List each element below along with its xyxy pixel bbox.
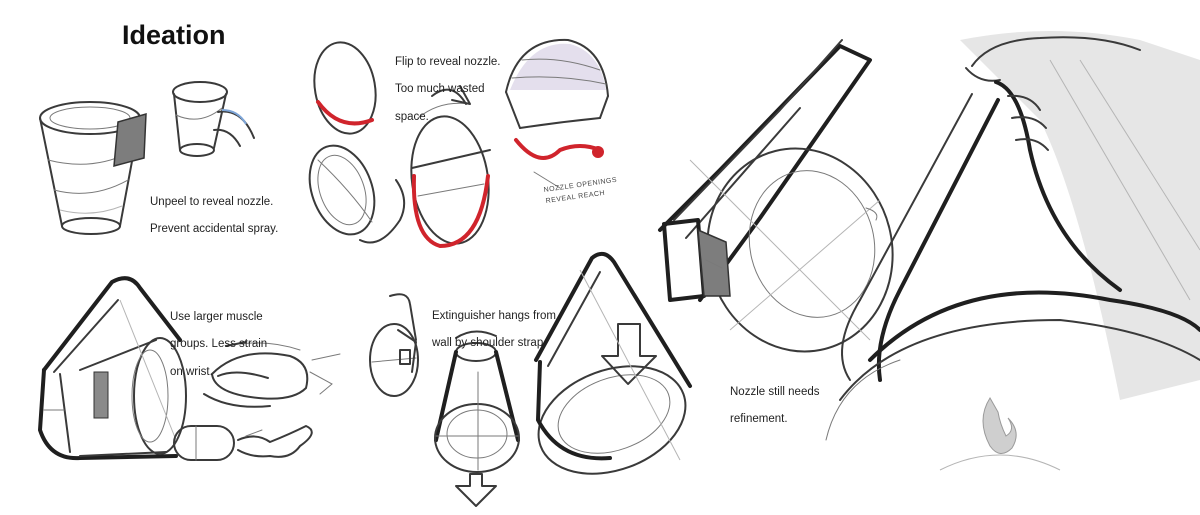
sketch-dome-flip: NOZZLE OPENINGS REVEAL REACH [505, 38, 618, 205]
sketch-strap-pod [369, 293, 419, 397]
sketch-tall-pod [434, 330, 520, 507]
sketch-teardrop-large [658, 39, 894, 353]
note-nozzle-refinement: Nozzle still needs refinement. [730, 372, 819, 441]
note-refine-line-1: Nozzle still needs [730, 385, 820, 398]
scribble-nozzle-openings: NOZZLE OPENINGS [543, 177, 617, 194]
note-refine-line-2: refinement. [730, 413, 788, 426]
note-larger-muscle: Use larger muscle groups. Less strain on… [170, 297, 267, 394]
note-flip-line-3: space. [395, 110, 429, 123]
note-muscle-line-1: Use larger muscle [170, 310, 263, 323]
note-flip-line-2: Too much wasted [395, 83, 485, 96]
note-flip-line-1: Flip to reveal nozzle. [395, 55, 501, 68]
note-hang-line-2: wall by shoulder strap. [432, 337, 547, 350]
sketch-arm-muscle [173, 341, 341, 461]
note-muscle-line-3: on wrist. [170, 365, 213, 378]
note-unpeel-line-1: Unpeel to reveal nozzle. [150, 195, 274, 208]
sketch-teardrop-side [38, 276, 187, 461]
sketch-flip-shells [308, 41, 491, 249]
note-muscle-line-2: groups. Less strain [170, 338, 268, 351]
sketch-cylinder-peel [39, 101, 147, 235]
note-flip-nozzle: Flip to reveal nozzle. Too much wasted s… [395, 42, 500, 139]
note-unpeel-nozzle: Unpeel to reveal nozzle. Prevent acciden… [150, 182, 278, 251]
sketch-cup-nozzle [172, 81, 255, 157]
sketch-teardrop-arrow [534, 251, 692, 475]
note-shoulder-strap: Extinguisher hangs from wall by shoulder… [432, 296, 556, 365]
note-hang-line-1: Extinguisher hangs from [432, 309, 557, 322]
note-unpeel-line-2: Prevent accidental spray. [150, 223, 279, 236]
sketch-hand-grip [825, 31, 1200, 471]
board-title: Ideation [122, 20, 226, 50]
